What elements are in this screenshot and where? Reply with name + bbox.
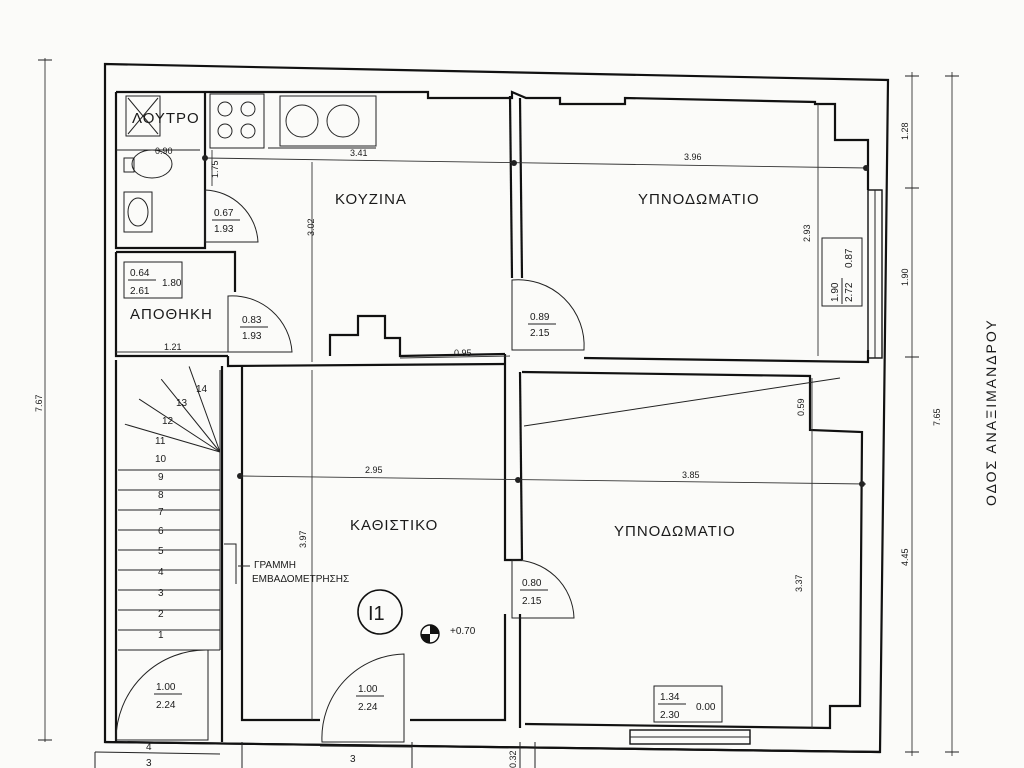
svg-text:1.93: 1.93 <box>242 331 262 342</box>
inner-dimension-lines <box>116 104 869 728</box>
stair-step-number: 7 <box>158 507 164 518</box>
svg-text:0.87: 0.87 <box>844 248 855 268</box>
windows <box>629 189 883 745</box>
svg-text:2.72: 2.72 <box>844 282 855 302</box>
svg-text:1.90: 1.90 <box>830 282 841 302</box>
dim-label: 7.65 <box>932 408 942 426</box>
stair-step-number: 12 <box>162 416 174 427</box>
svg-text:1.34: 1.34 <box>660 692 680 703</box>
room-label-bedroom-bottom: ΥΠΝΟΔΩΜΑΤΙΟ <box>614 523 736 540</box>
door-tag: 0.89 2.15 <box>528 312 556 339</box>
svg-text:2.15: 2.15 <box>530 328 550 339</box>
dim-label: 0.95 <box>454 348 472 358</box>
stair-step-number: 8 <box>158 490 164 501</box>
room-label-kitchen: ΚΟΥΖΙΝΑ <box>335 191 407 208</box>
svg-text:0.67: 0.67 <box>214 208 234 219</box>
door-tag: 0.67 1.93 <box>212 208 240 235</box>
svg-text:2.24: 2.24 <box>358 702 378 713</box>
dim-label: 4.45 <box>900 548 910 566</box>
svg-text:1.00: 1.00 <box>358 684 378 695</box>
street-name: ΟΔΟΣ ΑΝΑΞΙΜΑΝΔΡΟΥ <box>983 318 999 506</box>
dimension-labels: 0.90 1.75 3.41 3.96 3.02 2.93 1.21 0.95 … <box>34 122 942 768</box>
dim-label: 3.41 <box>350 148 368 158</box>
unit-label: Ι1 <box>368 603 385 625</box>
stair-numbers: 1 2 3 4 5 6 7 8 9 10 11 12 13 14 <box>155 384 208 641</box>
room-label-bedroom-top: ΥΠΝΟΔΩΜΑΤΙΟ <box>638 191 760 208</box>
staircase <box>118 366 221 651</box>
dim-label: 0.90 <box>155 146 173 156</box>
dim-label: 3.37 <box>794 574 804 592</box>
room-labels: ΛΟΥΤΡΟ ΚΟΥΖΙΝΑ ΥΠΝΟΔΩΜΑΤΙΟ ΑΠΟΘΗΚΗ ΚΑΘΙΣ… <box>130 110 760 540</box>
door-tag: 0.80 2.15 <box>520 578 548 607</box>
dim-label: 3.85 <box>682 470 700 480</box>
elevation-marker: +0.70 <box>420 624 476 644</box>
door-tag: 1.00 2.24 <box>356 684 384 713</box>
door-tag: 1.00 2.24 <box>154 682 182 711</box>
door-swings <box>115 189 585 743</box>
stair-step-number: 2 <box>158 609 164 620</box>
svg-text:0.80: 0.80 <box>522 578 542 589</box>
stair-step-number: 14 <box>196 384 208 395</box>
dim-label: 2.95 <box>365 465 383 475</box>
dim-label: 3.96 <box>684 152 702 162</box>
room-label-living: ΚΑΘΙΣΤΙΚΟ <box>350 517 438 534</box>
svg-text:4: 4 <box>146 742 152 753</box>
svg-text:0.89: 0.89 <box>530 312 550 323</box>
dim-label: 1.21 <box>164 342 182 352</box>
window-tag-storage: 0.64 2.61 1.80 <box>123 261 183 299</box>
svg-text:2.30: 2.30 <box>660 710 680 721</box>
dim-label: 1.90 <box>900 268 910 286</box>
measure-line-label: ΓΡΑΜΜΗ <box>254 560 296 571</box>
stair-step-number: 1 <box>158 630 164 641</box>
door-labels: 0.67 1.93 0.83 1.93 0.89 2.15 0.80 2.15 … <box>154 208 556 713</box>
svg-text:0.83: 0.83 <box>242 315 262 326</box>
stair-tread <box>138 398 221 453</box>
dim-label: 3.02 <box>306 218 316 236</box>
window-tag-bedroom: 1.90 2.72 0.87 <box>821 237 863 307</box>
stair-step-number: 11 <box>155 436 166 447</box>
bathroom-fixtures <box>123 95 173 233</box>
stair-step-number: 3 <box>158 588 164 599</box>
stair-step-number: 13 <box>176 398 188 409</box>
window-labels: 0.64 2.61 1.80 1.90 2.72 0.87 1.34 2.30 … <box>123 237 863 723</box>
bottom-marks: 4 3 3 <box>146 742 356 768</box>
svg-text:1.00: 1.00 <box>156 682 176 693</box>
outer-dimension-lines <box>38 58 959 756</box>
stair-tread <box>160 378 221 453</box>
svg-text:1.93: 1.93 <box>214 224 234 235</box>
dim-label: 0.59 <box>796 398 806 416</box>
stair-step-number: 9 <box>158 472 164 483</box>
svg-text:1.80: 1.80 <box>162 278 182 289</box>
stair-step-number: 5 <box>158 546 164 557</box>
dim-label: 1.28 <box>900 122 910 140</box>
svg-text:3: 3 <box>146 758 152 768</box>
stair-tread <box>188 366 221 453</box>
dim-label: 3.97 <box>298 530 308 548</box>
door-tag: 0.83 1.93 <box>240 315 268 342</box>
svg-text:2.15: 2.15 <box>522 596 542 607</box>
dim-label: 1.75 <box>210 160 220 178</box>
measure-line-label: ΕΜΒΑΔΟΜΕΤΡΗΣΗΣ <box>252 574 349 585</box>
svg-text:0.64: 0.64 <box>130 268 150 279</box>
unit-marker: Ι1 <box>357 589 403 635</box>
svg-text:2.24: 2.24 <box>156 700 176 711</box>
room-label-bathroom: ΛΟΥΤΡΟ <box>132 110 200 127</box>
window-tag-bottom: 1.34 2.30 0.00 <box>653 685 723 723</box>
stair-tread <box>124 423 221 453</box>
stair-step-number: 10 <box>155 454 167 465</box>
stair-step-number: 6 <box>158 526 164 537</box>
svg-text:2.61: 2.61 <box>130 286 150 297</box>
dim-label: 7.67 <box>34 394 44 412</box>
room-label-storage: ΑΠΟΘΗΚΗ <box>130 306 213 323</box>
kitchen-fixtures <box>209 93 377 149</box>
svg-text:3: 3 <box>350 754 356 765</box>
measurement-line-note: ΓΡΑΜΜΗ ΕΜΒΑΔΟΜΕΤΡΗΣΗΣ <box>224 543 349 585</box>
stair-step-number: 4 <box>158 567 164 578</box>
dim-label: 0.32 <box>508 750 518 768</box>
svg-text:0.00: 0.00 <box>696 702 716 713</box>
dim-label: 2.93 <box>802 224 812 242</box>
elevation-label: +0.70 <box>450 626 476 637</box>
